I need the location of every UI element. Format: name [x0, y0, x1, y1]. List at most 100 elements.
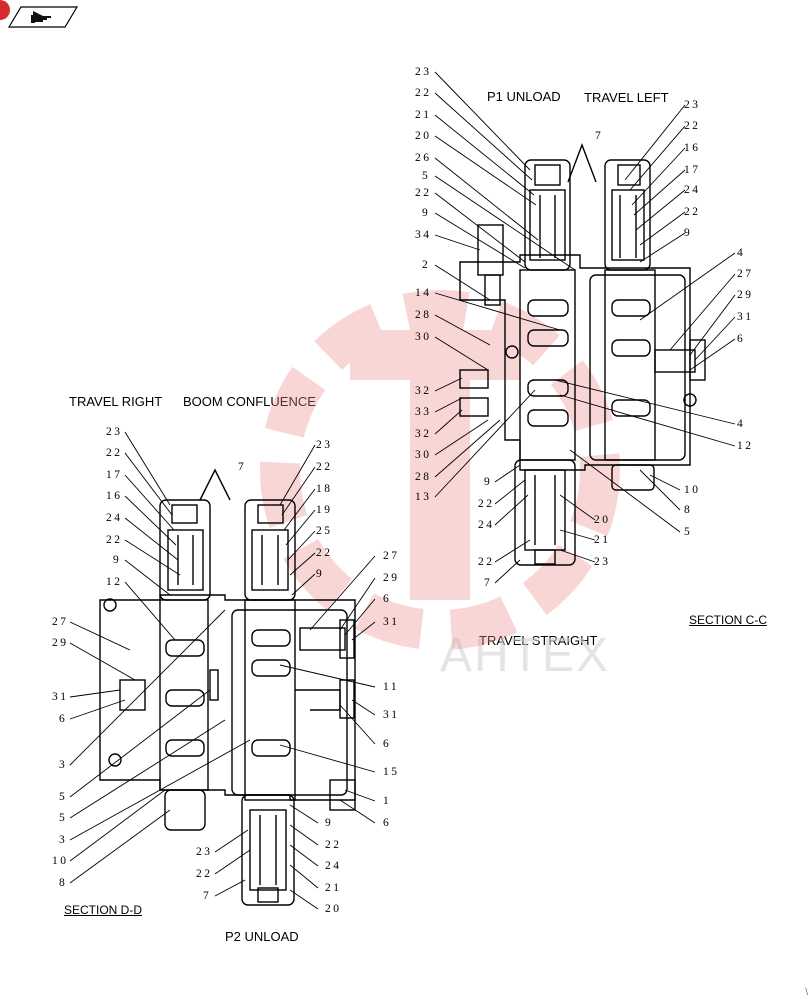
- part-number: 4: [737, 247, 745, 259]
- part-number: 22: [415, 87, 432, 99]
- part-number: 30: [415, 449, 432, 461]
- part-number: 22: [106, 447, 123, 459]
- label-p1-unload: P1 UNLOAD: [487, 89, 561, 104]
- part-number: 31: [383, 616, 400, 628]
- label-travel-straight: TRAVEL STRAIGHT: [479, 633, 598, 648]
- part-number: 27: [737, 268, 754, 280]
- part-number: 9: [325, 817, 333, 829]
- label-section-dd: SECTION D-D: [64, 903, 142, 917]
- part-number: 21: [325, 882, 342, 894]
- part-number: 9: [316, 568, 324, 580]
- part-number: 26: [415, 152, 432, 164]
- part-number: 22: [684, 206, 701, 218]
- part-number: 5: [422, 170, 430, 182]
- part-number: 23: [684, 99, 701, 111]
- watermark-logo: [260, 290, 620, 650]
- part-number: 24: [478, 519, 495, 531]
- part-number: 27: [52, 616, 69, 628]
- part-number: 22: [106, 534, 123, 546]
- part-number: 16: [106, 490, 123, 502]
- part-number: 32: [415, 428, 432, 440]
- hand-pointer-icon: [7, 6, 79, 28]
- part-number: 22: [478, 556, 495, 568]
- part-number: 31: [52, 691, 69, 703]
- part-number: 1: [383, 795, 391, 807]
- part-number: 10: [52, 855, 69, 867]
- part-number: 23: [415, 66, 432, 78]
- part-number: 7: [238, 461, 246, 473]
- part-number: 7: [203, 890, 211, 902]
- part-number: 22: [316, 461, 333, 473]
- part-number: 24: [684, 184, 701, 196]
- part-number: 10: [684, 484, 701, 496]
- part-number: 22: [478, 498, 495, 510]
- part-number: 31: [737, 311, 754, 323]
- part-number: 14: [415, 287, 432, 299]
- part-number: 6: [737, 333, 745, 345]
- part-number: 27: [383, 550, 400, 562]
- part-number: 29: [737, 289, 754, 301]
- part-number: 19: [316, 504, 333, 516]
- part-number: 12: [106, 576, 123, 588]
- part-number: 5: [59, 791, 67, 803]
- part-number: 20: [415, 130, 432, 142]
- part-numbers-dd: 7 23 22 17 16 24 22 9 12 27 29 31 6 3 5 …: [52, 426, 400, 915]
- part-number: 30: [415, 331, 432, 343]
- part-number: 18: [316, 483, 333, 495]
- part-number: 22: [196, 868, 213, 880]
- label-p2-unload: P2 UNLOAD: [225, 929, 299, 944]
- part-number: 25: [316, 525, 333, 537]
- part-number: 6: [59, 713, 67, 725]
- part-number: 2: [422, 259, 430, 271]
- part-number: 9: [113, 554, 121, 566]
- watermark: AHTEX: [440, 629, 611, 682]
- part-number: 8: [59, 877, 67, 889]
- part-number: 32: [415, 385, 432, 397]
- part-number: 17: [684, 164, 701, 176]
- part-number: 9: [484, 476, 492, 488]
- part-number: 33: [415, 406, 432, 418]
- part-number: 9: [422, 207, 430, 219]
- part-number: 20: [325, 903, 342, 915]
- part-number: 6: [383, 593, 391, 605]
- part-number: 29: [52, 637, 69, 649]
- part-number: 11: [383, 681, 399, 693]
- part-number: 17: [106, 469, 123, 481]
- part-number: 23: [106, 426, 123, 438]
- part-number: 15: [383, 766, 400, 778]
- part-number: 16: [684, 142, 701, 154]
- part-number: 6: [383, 817, 391, 829]
- part-number: 34: [415, 229, 432, 241]
- part-number: 13: [415, 491, 432, 503]
- part-number: 6: [383, 738, 391, 750]
- part-number: 22: [415, 187, 432, 199]
- part-number: 23: [594, 556, 611, 568]
- part-number: 23: [316, 439, 333, 451]
- back-button[interactable]: [7, 5, 79, 29]
- part-number: 22: [316, 547, 333, 559]
- part-number: 5: [59, 812, 67, 824]
- part-number: 5: [684, 526, 692, 538]
- part-number: 20: [594, 514, 611, 526]
- part-number: 4: [737, 418, 745, 430]
- section-cc: [459, 143, 706, 566]
- label-travel-right: TRAVEL RIGHT: [69, 394, 163, 409]
- part-number: 24: [106, 512, 123, 524]
- top-toolbar: [0, 0, 90, 32]
- part-number: 28: [415, 309, 432, 321]
- part-number: 3: [59, 759, 67, 771]
- part-numbers-cc: 7 23 22 21 20 26 5 22 9 34 2 14 28 30 32…: [415, 66, 754, 589]
- part-number: 8: [684, 504, 692, 516]
- leader-lines: [69, 71, 736, 910]
- part-number: 21: [594, 534, 611, 546]
- part-number: 23: [196, 846, 213, 858]
- label-boom-confluence: BOOM CONFLUENCE: [183, 394, 316, 409]
- part-number: 31: [383, 709, 400, 721]
- label-section-cc: SECTION C-C: [689, 613, 767, 627]
- part-number: 21: [415, 109, 432, 121]
- part-number: 24: [325, 860, 342, 872]
- part-number: 29: [383, 572, 400, 584]
- part-number: 22: [684, 120, 701, 132]
- part-number: 12: [737, 440, 754, 452]
